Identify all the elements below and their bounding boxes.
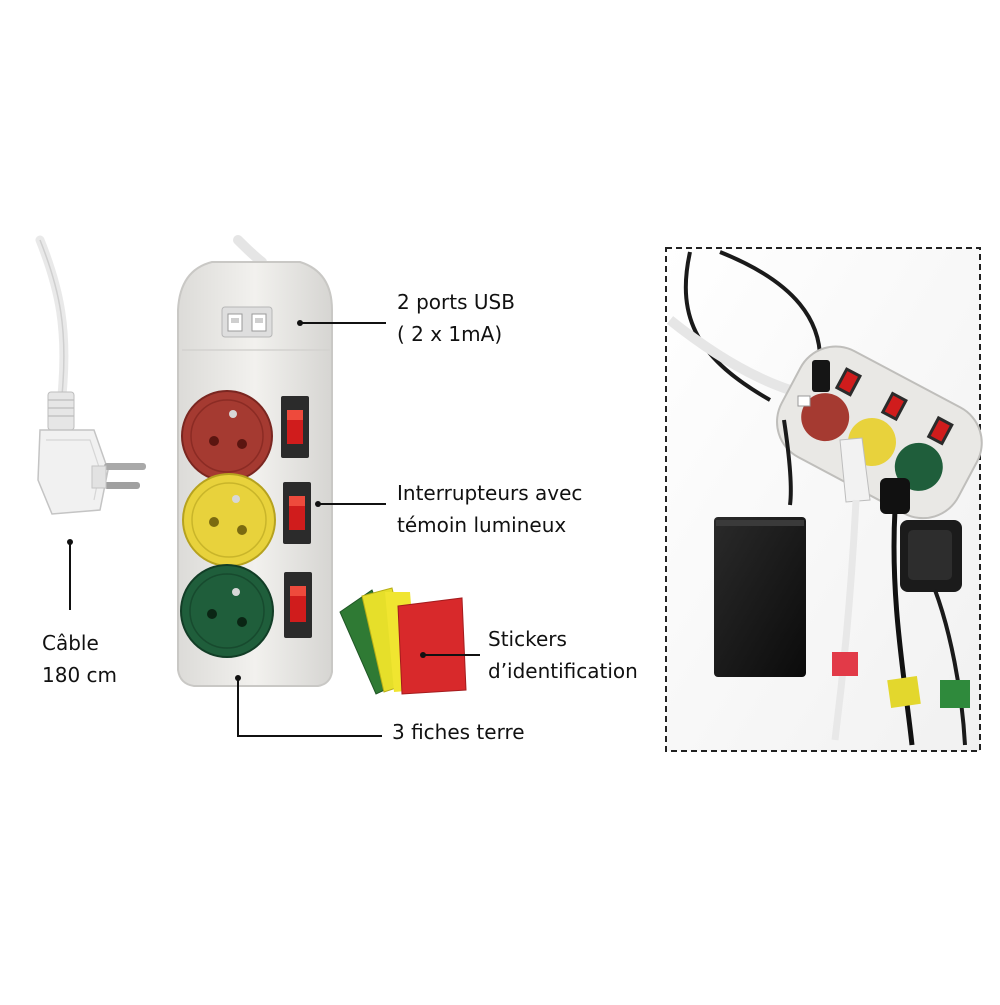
socket-red	[181, 390, 273, 482]
usage-photo	[665, 247, 983, 752]
stickers	[339, 587, 467, 695]
usb-port-icon	[221, 306, 273, 338]
switches-label: Interrupteurs avec témoin lumineux	[397, 477, 582, 541]
socket-green	[180, 564, 274, 658]
rocker-switch-icon	[281, 396, 312, 638]
stickers-detail: d’identification	[488, 659, 638, 683]
power-strip	[177, 235, 333, 687]
leader-lines	[69, 322, 480, 737]
stickers-title: Stickers	[488, 627, 567, 651]
cable-label: Câble 180 cm	[42, 627, 117, 691]
cable-title: Câble	[42, 631, 99, 655]
usb-ports-title: 2 ports USB	[397, 290, 515, 314]
power-plug-icon	[35, 235, 146, 515]
switches-title: Interrupteurs avec	[397, 481, 583, 505]
stickers-label: Stickers d’identification	[488, 623, 638, 687]
ground-sockets-title: 3 fiches terre	[392, 720, 525, 744]
ground-sockets-label: 3 fiches terre	[392, 716, 525, 748]
socket-yellow	[182, 473, 276, 567]
switches-detail: témoin lumineux	[397, 513, 567, 537]
cable-length: 180 cm	[42, 663, 118, 687]
usb-ports-spec: ( 2 x 1mA)	[397, 322, 503, 346]
usb-ports-label: 2 ports USB ( 2 x 1mA)	[397, 286, 515, 350]
